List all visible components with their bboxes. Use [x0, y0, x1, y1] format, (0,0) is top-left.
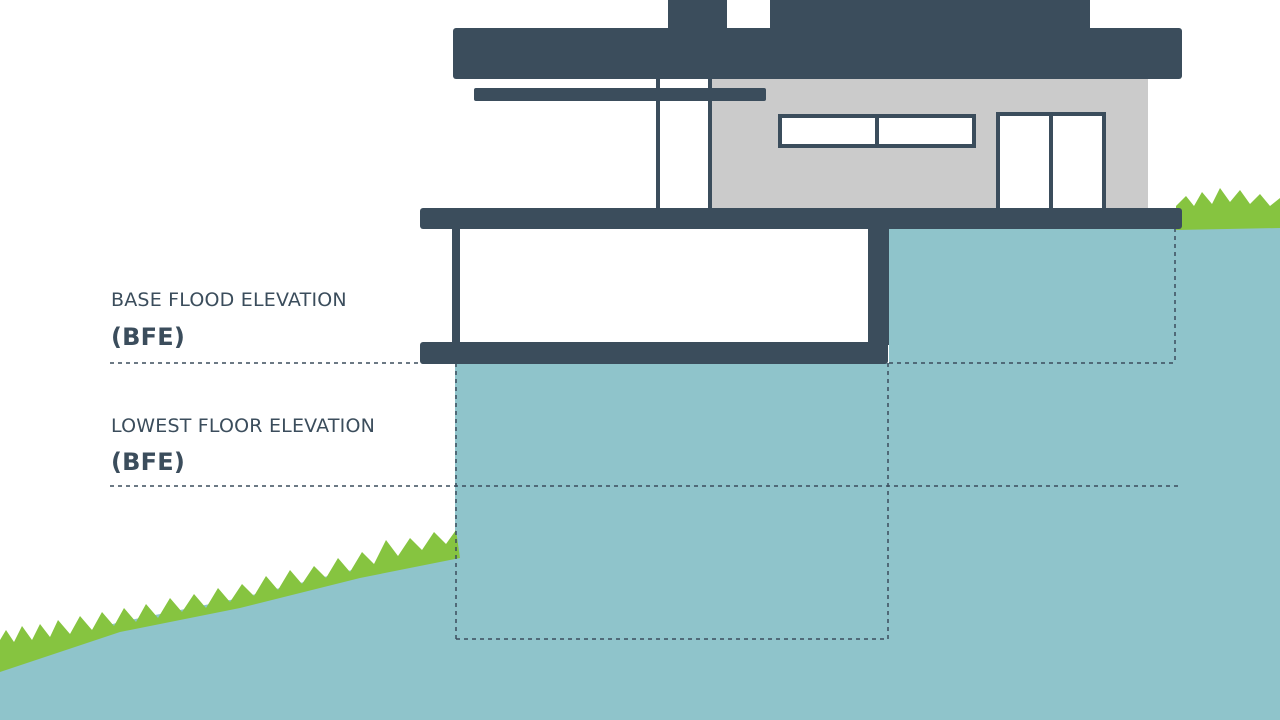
base-flood-elevation-label: BASE FLOOD ELEVATION [111, 289, 347, 311]
roof [453, 28, 1182, 79]
lower-wall-left [452, 229, 460, 345]
upper-block [770, 0, 1090, 30]
roof-overhang [474, 88, 766, 101]
lowest-floor-slab [420, 342, 888, 364]
dashed-guides [110, 228, 1178, 640]
grass-left-slope [0, 530, 460, 672]
post-left [656, 78, 660, 210]
chimney-left [668, 0, 727, 30]
lowest-floor-elevation-abbr: (BFE) [111, 448, 186, 476]
lower-wall-right [868, 229, 889, 345]
grass-right-hill [1176, 188, 1280, 230]
lower-level-interior [457, 229, 869, 343]
flood-water [0, 220, 1280, 720]
upper-floor-slab [420, 208, 1182, 229]
lowest-floor-elevation-label: LOWEST FLOOR ELEVATION [111, 415, 376, 437]
post-right [708, 78, 712, 210]
base-flood-elevation-abbr: (BFE) [111, 323, 186, 351]
house [420, 0, 1182, 364]
